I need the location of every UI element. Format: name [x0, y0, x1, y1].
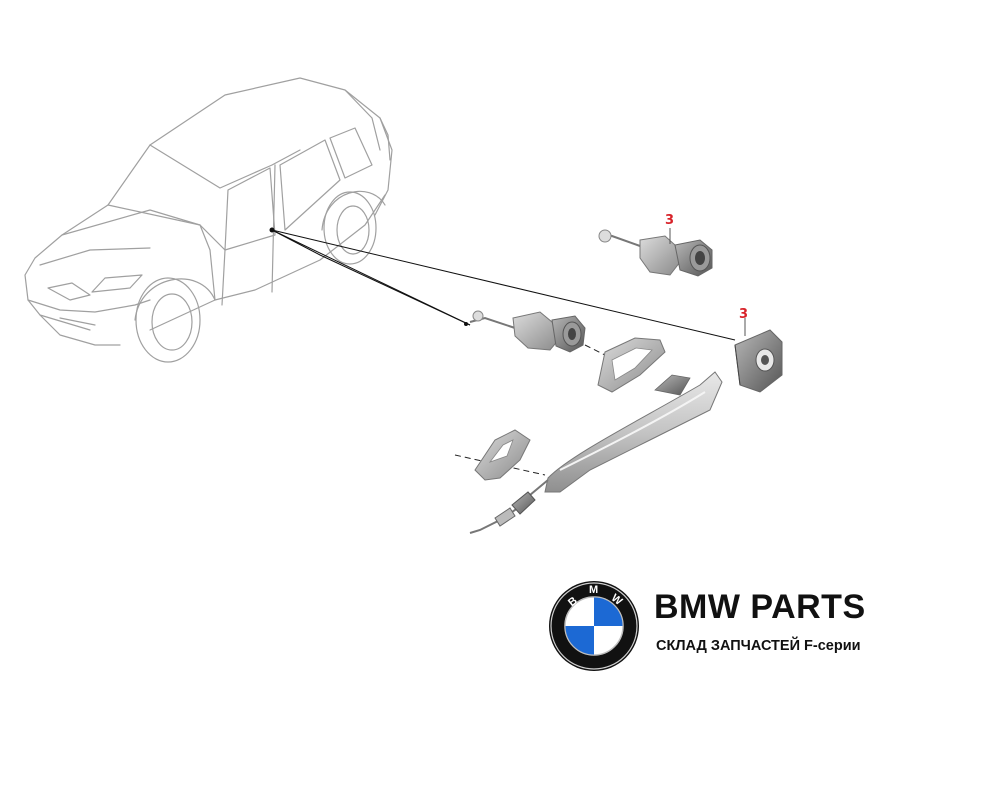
handle-end-cap: [734, 318, 783, 393]
handle-cable-connector: [469, 479, 549, 534]
brand-subtitle: СКЛАД ЗАПЧАСТЕЙ F-серии: [656, 638, 861, 654]
brand-block: B M W BMW PARTS СКЛАД ЗАПЧАСТЕЙ F-серии: [548, 580, 968, 690]
door-handle-body: [544, 371, 723, 493]
callout-label-upper: 3: [665, 213, 674, 228]
door-handle-anchor-dot: [269, 227, 275, 233]
assembly-dashed-lines: [454, 344, 606, 476]
callout-label-cap: 3: [739, 307, 748, 322]
lock-cylinder-lower: [469, 310, 586, 353]
lock-cylinder-upper: [598, 228, 713, 277]
car-outline: [24, 77, 393, 363]
leader-lines: [271, 229, 736, 341]
brand-title: BMW PARTS: [654, 588, 866, 626]
bmw-logo: B M W: [549, 581, 639, 671]
rear-gasket: [474, 429, 531, 481]
logo-letter-m: M: [589, 584, 598, 596]
lock-anchor-dot: [464, 322, 468, 326]
handle-gasket: [597, 337, 666, 393]
